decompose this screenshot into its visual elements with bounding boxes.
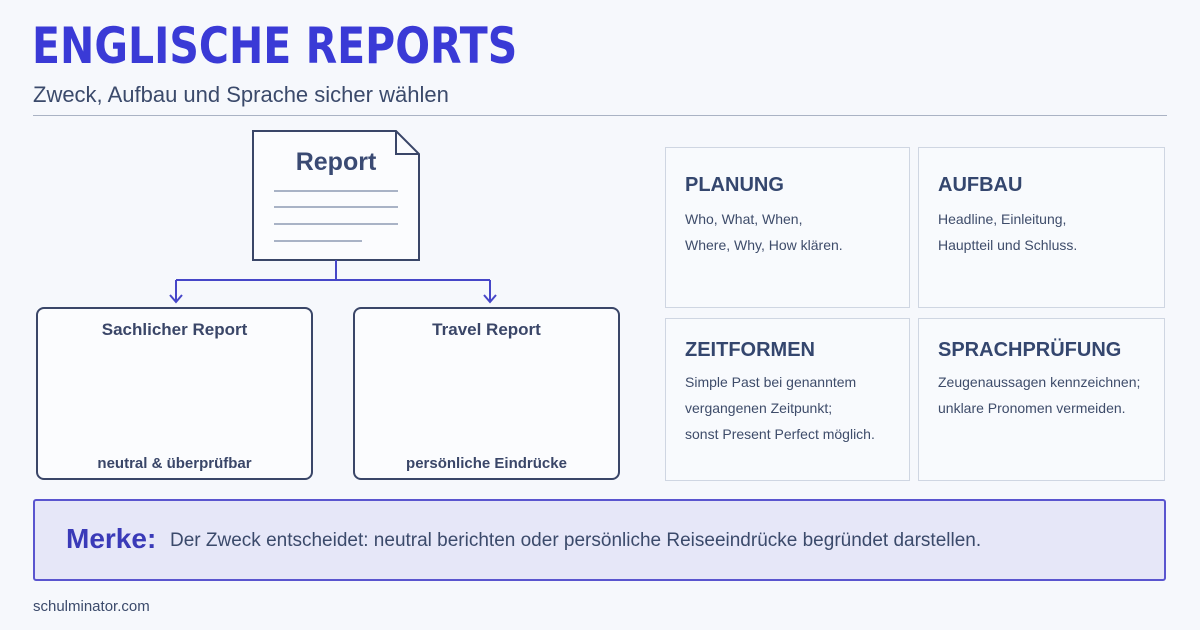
report-root-label: Report (295, 148, 377, 176)
panel-line: Who, What, When, (685, 211, 803, 227)
footer-brand: schulminator.com (33, 598, 150, 615)
remember-box: Merke: Der Zweck entscheidet: neutral be… (33, 499, 1166, 581)
travel-report-caption: persönliche Eindrücke (406, 455, 567, 472)
objective-report-title: Sachlicher Report (101, 320, 248, 339)
remember-text: Der Zweck entscheidet: neutral berichten… (170, 530, 982, 551)
panel-text: Zeugenaussagen kennzeichnen; unklare Pro… (938, 369, 1163, 421)
remember-label: Merke: (66, 523, 157, 554)
panel-heading: SPRACHPRÜFUNG (938, 339, 1122, 361)
panel-text: Who, What, When, Where, Why, How klären. (685, 206, 910, 258)
language-check-panel: SPRACHPRÜFUNG Zeugenaussagen kennzeichne… (918, 318, 1165, 481)
panel-heading: ZEITFORMEN (685, 339, 815, 361)
panel-line: Zeugenaussagen kennzeichnen; (938, 374, 1141, 390)
panel-line: sonst Present Perfect möglich. (685, 426, 875, 442)
page-subtitle: Zweck, Aufbau und Sprache sicher wählen (33, 82, 449, 107)
panel-line: Hauptteil und Schluss. (938, 237, 1078, 253)
objective-report-card: Sachlicher Report neutral & überprüfbar (36, 307, 313, 480)
panel-heading: PLANUNG (685, 174, 784, 196)
panel-line: Simple Past bei genanntem (685, 374, 857, 390)
planning-panel: PLANUNG Who, What, When, Where, Why, How… (665, 147, 910, 308)
travel-report-title: Travel Report (432, 320, 541, 339)
tenses-panel: ZEITFORMEN Simple Past bei genanntem ver… (665, 318, 910, 481)
objective-report-caption: neutral & überprüfbar (97, 455, 252, 472)
panel-line: vergangenen Zeitpunkt; (685, 400, 833, 416)
panel-line: unklare Pronomen vermeiden. (938, 400, 1126, 416)
panel-line: Headline, Einleitung, (938, 211, 1067, 227)
page-title: ENGLISCHE REPORTS (32, 17, 518, 75)
panel-line: Where, Why, How klären. (685, 237, 843, 253)
travel-report-card: Travel Report persönliche Eindrücke (353, 307, 620, 480)
panel-text: Headline, Einleitung, Hauptteil und Schl… (938, 206, 1163, 258)
panel-heading: AUFBAU (938, 174, 1023, 196)
panel-text: Simple Past bei genanntem vergangenen Ze… (685, 369, 910, 447)
structure-panel: AUFBAU Headline, Einleitung, Hauptteil u… (918, 147, 1165, 308)
document-icon (252, 130, 420, 261)
header-divider (33, 115, 1167, 116)
tree-connector (169, 260, 497, 304)
